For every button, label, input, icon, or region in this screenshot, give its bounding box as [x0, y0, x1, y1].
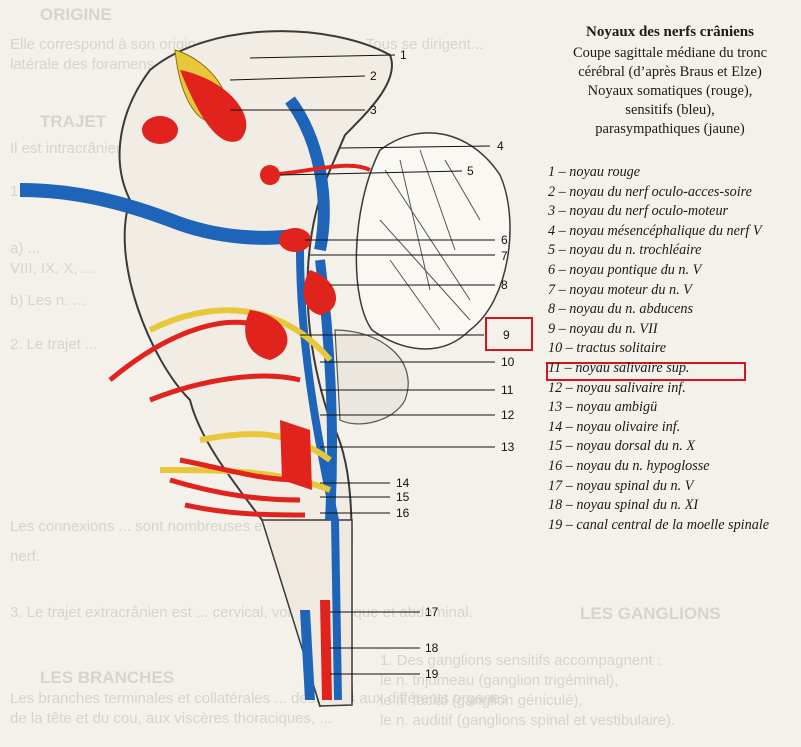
- callout-number: 15: [396, 490, 410, 504]
- ghost-line: le n. facial (ganglion géniculé),: [380, 692, 583, 709]
- sensory-tract: [19, 183, 302, 245]
- spinal-nucleus-xi: [320, 600, 332, 700]
- callout-number: 6: [501, 233, 508, 247]
- callout-number: 9: [503, 328, 510, 342]
- subtitle-line: cérébral (d’après Braus et Elze): [578, 64, 762, 80]
- legend-item: 10 – tractus solitaire: [548, 340, 667, 357]
- legend-item: 11 – noyau salivaire sup.: [548, 359, 690, 376]
- ghost-heading-origine: ORIGINE: [40, 5, 112, 24]
- pons: [334, 329, 409, 425]
- legend-item: 19 – canal central de la moelle spinale: [548, 516, 770, 533]
- legend-item-highlighted: 9 – noyau du n. VII: [548, 320, 658, 337]
- callout-number: 8: [501, 278, 508, 292]
- ghost-line: latérale des foramens ...: [10, 56, 171, 73]
- ghost-line: nerf.: [10, 548, 41, 565]
- callout-9-highlight-box: [485, 317, 533, 351]
- legend-item: 13 – noyau ambigü: [548, 399, 658, 416]
- spinal-nucleus-v: [300, 610, 315, 700]
- legend-item: 16 – noyau du n. hypoglosse: [548, 457, 710, 474]
- red-nucleus: [142, 116, 178, 144]
- motor-nucleus-v: [279, 228, 311, 252]
- ghost-heading-ganglions: LES GANGLIONS: [580, 604, 721, 623]
- legend-9-highlight-box: [546, 362, 746, 381]
- ghost-line: le n. trijumeau (ganglion trigéminal),: [380, 672, 619, 689]
- callout-number: 10: [501, 355, 515, 369]
- legend-item: 4 – noyau mésencéphalique du nerf V: [548, 222, 762, 239]
- ghost-line: b) Les n. ...: [10, 292, 86, 309]
- callout-number: 2: [370, 69, 377, 83]
- callout-number: 5: [467, 164, 474, 178]
- oculomotor-nucleus: [180, 70, 247, 142]
- callout-number: 19: [425, 667, 439, 681]
- callout-number: 12: [501, 408, 515, 422]
- legend-item: 8 – noyau du n. abducens: [548, 301, 694, 318]
- ghost-line: Les connexions ... sont nombreuses et c.…: [10, 518, 291, 535]
- legend-item: 3 – noyau du nerf oculo-moteur: [548, 203, 729, 220]
- ghost-heading-trajet: TRAJET: [40, 112, 107, 131]
- ghost-line: 3. Le trajet extracrânien est ... cervic…: [10, 604, 473, 621]
- callout-number: 13: [501, 440, 515, 454]
- callout-number: 4: [497, 139, 504, 153]
- subtitle-line: parasympathiques (jaune): [595, 121, 745, 137]
- ghost-heading-branches: LES BRANCHES: [40, 668, 175, 687]
- callout-number: 1: [400, 48, 407, 62]
- legend-list: 1 – noyau rouge 2 – noyau du nerf oculo-…: [548, 163, 793, 535]
- motor-fibers: [108, 319, 301, 403]
- ghost-line: le n. auditif (ganglions spinal et vesti…: [380, 712, 676, 729]
- hypoglossal-fibers: [169, 457, 306, 518]
- legend-item: 14 – noyau olivaire inf.: [548, 418, 681, 435]
- subtitle-line: Coupe sagittale médiane du tronc: [572, 45, 768, 61]
- ghost-line: 2. Le trajet ...: [10, 336, 98, 353]
- cerebellum: [355, 132, 511, 350]
- ghost-line: de la tête et du cou, aux viscères thora…: [10, 710, 332, 727]
- legend-item: 15 – noyau dorsal du n. X: [548, 438, 695, 455]
- ghost-line: VIII, IX, X, ...: [10, 260, 95, 277]
- sensory-tract: [285, 96, 330, 252]
- callout-number: 14: [396, 476, 410, 490]
- trochlear-nerve: [269, 163, 371, 177]
- abducens-nucleus: [303, 270, 337, 315]
- ghost-line: a) ...: [10, 240, 41, 257]
- ghost-line: Il est intracrânien, ...: [10, 140, 146, 157]
- legend-item: 17 – noyau spinal du n. V: [548, 477, 694, 494]
- callout-number: 16: [396, 506, 410, 520]
- figure-title: Noyaux des nerfs crâniens: [586, 24, 754, 40]
- figure-subtitle: Coupe sagittale médiane du tronc cérébra…: [548, 44, 792, 139]
- legend-item: 12 – noyau salivaire inf.: [548, 379, 686, 396]
- subtitle-line: Noyaux somatiques (rouge),: [587, 83, 753, 99]
- cerebellum-folia: [379, 149, 481, 331]
- callout-number: 7: [501, 249, 508, 263]
- subtitle-line: sensitifs (bleu),: [625, 102, 715, 118]
- ghost-line: 1. Des ganglions sensitifs accompagnent …: [380, 652, 661, 669]
- callout-number: 3: [370, 103, 377, 117]
- legend-item: 7 – noyau moteur du n. V: [548, 281, 692, 298]
- ambiguus-nucleus: [280, 420, 312, 490]
- ghost-line: Les branches terminales et collatérales …: [10, 690, 508, 707]
- legend-item: 6 – noyau pontique du n. V: [548, 261, 702, 278]
- callout-number: 11: [501, 383, 514, 397]
- callout-number: 17: [425, 605, 439, 619]
- legend-item: 2 – noyau du nerf oculo-acces-soire: [548, 183, 752, 200]
- legend-item: 5 – noyau du n. trochléaire: [548, 242, 702, 259]
- callout-number: 18: [425, 641, 439, 655]
- legend-item: 1 – noyau rouge: [548, 164, 641, 180]
- legend-item: 18 – noyau spinal du n. XI: [548, 497, 699, 514]
